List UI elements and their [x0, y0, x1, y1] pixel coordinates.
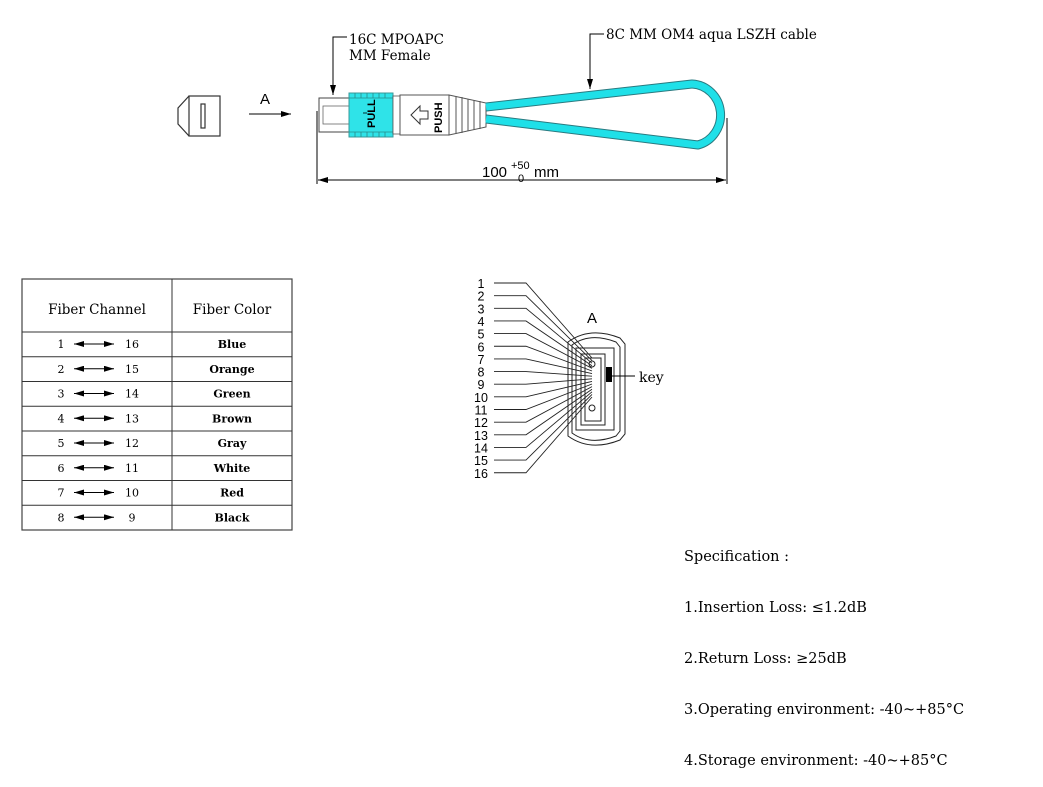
specification-title: Specification : [684, 549, 790, 565]
fiber-leader: 7 [478, 353, 593, 375]
connector-label-line2: MM Female [349, 48, 431, 64]
key-marker [606, 367, 612, 382]
fiber-color: Black [215, 511, 250, 524]
channel-to: 15 [125, 363, 139, 376]
fiber-leader: 16 [474, 396, 593, 481]
fiber-leader: 3 [478, 302, 593, 364]
channel-from: 7 [58, 487, 65, 500]
connector-label-line1: 16C MPOAPC [349, 32, 444, 48]
channel-to: 12 [125, 437, 139, 450]
fiber-number: 16 [474, 467, 488, 481]
fiber-number: 12 [474, 416, 488, 430]
fiber-leader: 12 [474, 386, 593, 430]
fiber-number: 2 [478, 290, 485, 304]
fiber-color: Gray [218, 437, 247, 450]
fiber-leader: 2 [478, 290, 593, 361]
fiber-leader: 14 [474, 391, 593, 455]
specification-block: Specification : 1.Insertion Loss: ≤1.2dB… [684, 515, 964, 787]
specification-item: 3.Operating environment: -40~+85°C [684, 702, 965, 718]
fiber-number: 13 [474, 429, 488, 443]
fiber-leader: 15 [474, 394, 593, 468]
channel-to: 10 [125, 487, 139, 500]
channel-to: 11 [125, 462, 139, 475]
channel-from: 5 [58, 437, 65, 450]
fiber-number: 5 [478, 328, 485, 342]
table-row: 4 13 Brown [58, 412, 252, 425]
table-row: 3 14 Green [58, 388, 251, 401]
fiber-color: White [213, 462, 251, 475]
specification-item: 1.Insertion Loss: ≤1.2dB [684, 600, 867, 616]
channel-from: 1 [58, 338, 65, 351]
fiber-number: 11 [475, 404, 488, 418]
table-row: 5 12 Gray [58, 437, 247, 450]
push-label: PUSH [433, 102, 445, 133]
table-row: 1 16 Blue [58, 338, 247, 351]
fiber-cable [485, 79, 726, 150]
channel-from: 4 [58, 412, 65, 425]
fiber-leader: 10 [474, 380, 593, 405]
fiber-leader: 9 [478, 378, 593, 392]
view-a-label: A [260, 91, 270, 108]
table-row: 2 15 Orange [58, 363, 255, 376]
fiber-number: 14 [474, 441, 488, 455]
table-header-channel: Fiber Channel [48, 302, 146, 318]
fiber-leader: 4 [478, 315, 593, 367]
connector-callout: 16C MPOAPC MM Female [330, 32, 444, 95]
length-dimension: 100 +50 0 mm [316, 111, 728, 185]
fiber-leader: 1 [478, 277, 593, 359]
length-value: 100 [482, 164, 507, 181]
fiber-leader: 5 [478, 328, 593, 369]
fiber-leader: 11 [475, 383, 593, 418]
fiber-color: Red [220, 487, 244, 500]
specification-item: 2.Return Loss: ≥25dB [684, 651, 847, 667]
channel-from: 6 [58, 462, 65, 475]
length-unit: mm [534, 164, 559, 181]
pull-label: PULL [366, 99, 378, 128]
cable-fill [485, 80, 725, 149]
fiber-number: 3 [478, 302, 485, 316]
drawing-canvas: A PULL PUSH [21, 27, 817, 531]
channel-from: 8 [58, 511, 65, 524]
cable-label: 8C MM OM4 aqua LSZH cable [606, 27, 817, 43]
dust-cap-icon [177, 95, 221, 137]
key-label: key [639, 370, 664, 386]
fiber-number: 6 [478, 340, 485, 354]
connector-boot [448, 94, 487, 136]
table-row: 6 11 White [58, 462, 251, 475]
fiber-color: Blue [218, 338, 246, 351]
fiber-number: 4 [478, 315, 485, 329]
mpo-connector: PULL PUSH [318, 92, 487, 138]
fiber-color: Brown [212, 412, 252, 425]
channel-to: 13 [125, 412, 139, 425]
fiber-number: 8 [478, 366, 485, 380]
channel-to: 9 [129, 511, 136, 524]
fiber-number: 1 [478, 277, 485, 291]
table-row: 7 10 Red [58, 487, 245, 500]
fiber-leader: 6 [478, 340, 593, 372]
end-face-view-label: A [587, 310, 597, 327]
table-row: 8 9 Black [58, 511, 250, 524]
fiber-leader: 8 [478, 366, 593, 380]
fiber-number: 7 [478, 353, 485, 367]
fiber-number: 9 [478, 378, 485, 392]
channel-to: 14 [125, 388, 139, 401]
channel-to: 16 [125, 338, 139, 351]
fiber-number: 10 [474, 391, 488, 405]
cable-callout: 8C MM OM4 aqua LSZH cable [587, 27, 817, 89]
length-tol-upper: +50 [511, 160, 530, 172]
specification-item: 4.Storage environment: -40~+85°C [684, 753, 948, 769]
fiber-color: Orange [209, 363, 254, 376]
fiber-color: Green [213, 388, 250, 401]
fiber-number: 15 [474, 454, 488, 468]
fiber-leader: 13 [474, 388, 593, 443]
channel-from: 2 [58, 363, 65, 376]
length-tol-lower: 0 [518, 173, 524, 185]
table-header-color: Fiber Color [193, 302, 272, 318]
channel-from: 3 [58, 388, 65, 401]
view-a-arrow: A [249, 91, 291, 117]
